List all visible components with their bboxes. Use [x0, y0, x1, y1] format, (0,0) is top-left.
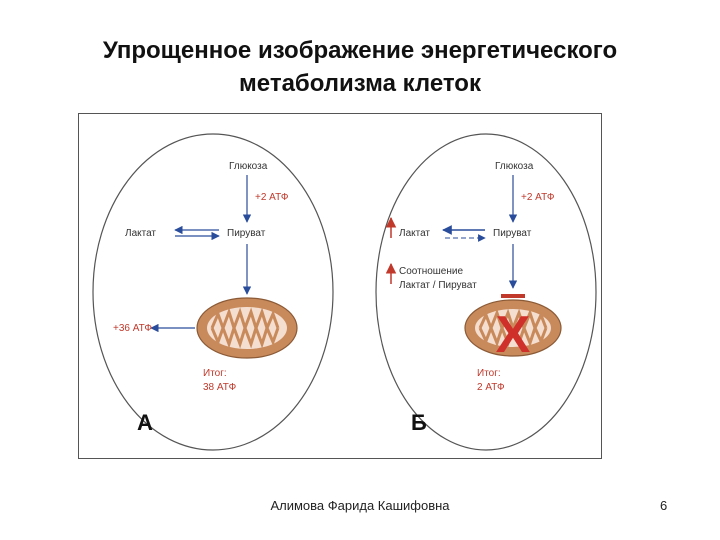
total-title-a: Итог: — [203, 368, 227, 379]
title-line-2: метаболизма клеток — [239, 70, 481, 97]
page-number: 6 — [660, 498, 668, 513]
atp-glycolysis-a: +2 АТФ — [255, 192, 289, 203]
metabolism-figure: Глюкоза +2 АТФ Лактат Пируват +36 АТФ Ит… — [78, 113, 602, 459]
block-cross-mark: X — [496, 306, 531, 364]
atp-glycolysis-b: +2 АТФ — [521, 192, 555, 203]
mitochondrion-a — [196, 297, 298, 359]
glucose-label-b: Глюкоза — [495, 161, 534, 172]
panel-letter-a: А — [137, 410, 153, 435]
pyruvate-label-a: Пируват — [227, 228, 266, 239]
glucose-label-a: Глюкоза — [229, 161, 268, 172]
total-title-b: Итог: — [477, 368, 501, 379]
total-value-b: 2 АТФ — [477, 382, 505, 393]
lactate-label-b: Лактат — [399, 228, 430, 239]
cell-a-outline — [92, 133, 334, 451]
panel-letter-b: Б — [411, 410, 427, 435]
pyruvate-label-b: Пируват — [493, 228, 532, 239]
slide-title: Упрощенное изображение энергетического м… — [0, 34, 720, 100]
pathway-block-bar — [501, 294, 525, 298]
footer-author: Алимова Фарида Кашифовна — [270, 498, 450, 513]
ratio-label-line-1: Соотношение — [399, 266, 463, 277]
lactate-label-a: Лактат — [125, 228, 156, 239]
ratio-label-line-2: Лактат / Пируват — [399, 280, 477, 291]
mitochondrion-b — [464, 299, 562, 357]
panel-b: Глюкоза +2 АТФ Лактат Пируват Соотношени… — [375, 133, 597, 451]
panel-a: Глюкоза +2 АТФ Лактат Пируват +36 АТФ Ит… — [92, 133, 334, 451]
metabolism-diagram: Глюкоза +2 АТФ Лактат Пируват +36 АТФ Ит… — [92, 133, 597, 451]
cell-b-outline — [375, 133, 597, 451]
total-value-a: 38 АТФ — [203, 382, 237, 393]
atp-oxidative-a: +36 АТФ — [113, 323, 152, 334]
title-line-1: Упрощенное изображение энергетического — [102, 37, 618, 64]
